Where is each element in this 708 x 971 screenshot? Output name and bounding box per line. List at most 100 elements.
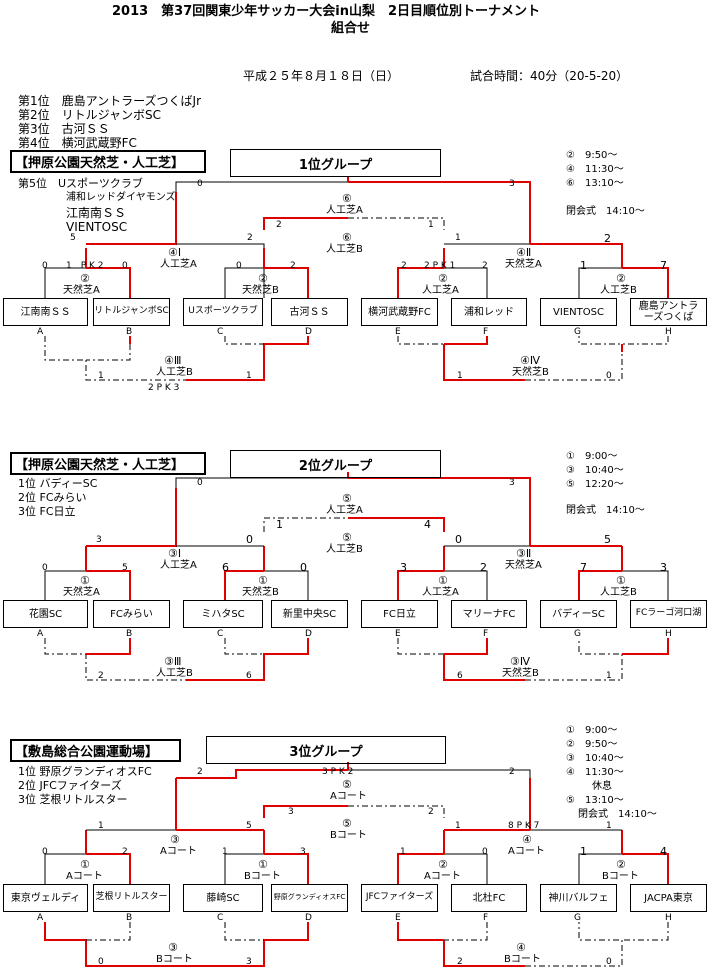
g1-letter-h: H [665,327,672,337]
g2-closing: 閉会式 14:10～ [566,505,645,516]
g3-rank-2: 2位 JFCファイターズ [18,779,122,792]
g2-final-court: 人工芝A [326,505,363,516]
g1-letter-f: F [483,327,489,337]
g2-team-a: 花園SC [3,600,88,628]
g2-team-d: 新里中央SC [271,600,348,628]
g1-final-score-left: 0 [197,179,203,189]
g3-sf2-score-left: 1 [455,821,461,831]
g1-team-c: Uスポーツクラブ [183,298,263,326]
g2-group-title: 2位グループ [230,450,441,478]
g2-c1-score-left: 2 [98,671,104,681]
g1-m1-num: ② [80,272,90,285]
g2-venue: 【押原公園天然芝・人工芝】 [10,452,206,475]
g1-third-court: 人工芝B [326,244,363,255]
g1-sf2-score-left: 1 [455,233,461,243]
g2-m3-court: 人工芝A [422,587,459,598]
g2-rank-1: 1位 バディーSC [18,477,98,490]
g3-team-d: 野原グランディオスFC [271,884,348,912]
g2-final-score-right: 3 [509,478,515,488]
g3-third-score-right: 2 [428,807,434,817]
g2-m1-score-right: 5 [122,563,128,573]
g2-third-score-right: 4 [424,518,431,531]
g1-c2-score-left: 1 [457,371,463,381]
g1-m2-score-right: 2 [290,261,296,271]
g3-c1-court: Bコート [156,954,193,965]
g3-m2-num: ① [258,858,268,871]
g1-m3-court: 人工芝A [422,285,459,296]
g2-rank-3: 3位 FC日立 [18,505,76,518]
g2-sf1-court: 人工芝A [160,560,197,571]
g1-letter-g: G [574,327,581,337]
g3-final-court: Aコート [330,791,367,802]
g1-schedule-3: ⑥ 13:10～ [566,178,624,189]
g3-m3-num: ② [438,858,448,871]
g1-bracket-lines [44,176,669,381]
g1-rank-5d: VIENTOSC [66,220,128,234]
g1-c1-num: ④Ⅲ [164,354,182,367]
g3-letter-e: E [395,913,401,923]
g3-m3-court: Aコート [424,871,461,882]
g1-m4-score-left: 1 [580,259,587,272]
g2-team-g: バディーSC [540,600,617,628]
g3-team-g: 神川バルフェ [540,884,617,912]
g1-sf2-num: ④Ⅱ [516,246,532,259]
g2-sf1-num: ③Ⅰ [168,547,182,560]
g2-letter-e: E [395,629,401,639]
g1-sf1-num: ④Ⅰ [168,246,182,259]
g1-group-title: 1位グループ [230,149,441,177]
g2-third-court: 人工芝B [326,544,363,555]
g2-m2-score-left: 6 [222,561,229,574]
g3-m2-score-left: 1 [222,847,228,857]
g1-third-score-left: 2 [276,220,282,230]
g3-m4-score-left: 1 [580,845,587,858]
g3-final-score-left: 2 [197,767,203,777]
g2-m4-score-left: 7 [580,561,587,574]
g2-sf1-score-left: 3 [96,535,102,545]
g2-third-num: ⑤ [342,531,352,544]
g1-team-f: 浦和レッド [451,298,527,326]
g3-sf1-score-left: 1 [98,821,104,831]
g3-schedule-3: ③ 10:40～ [566,753,624,764]
g3-letter-g: G [574,913,581,923]
g3-m1-num: ① [80,858,90,871]
g1-team-e: 横河武蔵野FC [361,298,438,326]
g3-sf2-pk: 8 P K 7 [508,821,540,831]
g3-c2-num: ④ [516,941,526,954]
g2-m1-score-left: 0 [42,563,48,573]
g1-sf1-score-right: 2 [247,233,253,243]
g2-sf1-score-right: 0 [246,533,253,546]
g3-team-a: 東京ヴェルディ [3,884,88,912]
g2-m3-score-left: 3 [400,561,407,574]
g3-venue: 【敷島総合公園運動場】 [10,739,181,762]
g3-team-f: 北杜FC [451,884,527,912]
g2-m1-court: 天然芝A [63,587,100,598]
g2-team-h: FCラーゴ河口湖 [630,600,707,628]
g2-m4-num: ① [616,574,626,587]
page-title: 2013 第37回関東少年サッカー大会in山梨 2日目順位別トーナメント [112,4,541,19]
g3-m4-court: Bコート [602,871,639,882]
g1-final-score-right: 3 [509,179,515,189]
g1-m3-score-right: 2 [482,261,488,271]
g2-letter-c: C [217,629,224,639]
g3-team-c: 藤崎SC [183,884,263,912]
g1-schedule-1: ② 9:50～ [566,150,618,161]
page-subtitle: 組合せ [331,21,371,36]
g1-rank-1: 第1位 鹿島アントラーズつくばJr [18,94,202,108]
g3-rank-3: 3位 芝根リトルスター [18,793,128,806]
g1-m2-court: 天然芝B [242,285,279,296]
g3-m4-num: ② [616,858,626,871]
g1-letter-a: A [37,327,44,337]
g3-c2-score-right: 0 [606,957,612,967]
g3-team-h: JACPA東京 [630,884,707,912]
event-date: 平成２５年８月１８日（日） [243,69,400,83]
g1-team-h: 鹿島アントラーズつくば [630,298,707,326]
g1-m3-num: ② [438,272,448,285]
g3-sf2-court: Aコート [508,846,545,857]
g1-third-score-right: 1 [428,220,434,230]
g1-c1-court: 人工芝B [156,367,193,378]
g2-c1-score-right: 6 [246,671,252,681]
g1-m2-num: ② [258,272,268,285]
g3-schedule-4: ④ 11:30～ [566,767,624,778]
g1-third-num: ⑥ [342,231,352,244]
